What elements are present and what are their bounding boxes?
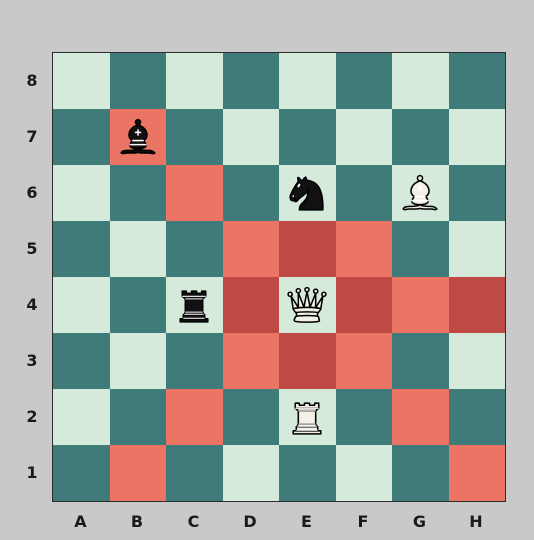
rank-label-5: 5 bbox=[22, 220, 42, 276]
square-g7[interactable] bbox=[392, 109, 449, 165]
square-e4[interactable] bbox=[279, 277, 336, 333]
file-label-f: F bbox=[335, 510, 392, 532]
square-e1[interactable] bbox=[279, 445, 336, 501]
square-g1[interactable] bbox=[392, 445, 449, 501]
square-f1[interactable] bbox=[336, 445, 393, 501]
file-label-d: D bbox=[222, 510, 279, 532]
square-f2[interactable] bbox=[336, 389, 393, 445]
black-knight-icon[interactable] bbox=[284, 170, 330, 216]
rank-label-8: 8 bbox=[22, 52, 42, 108]
square-b7[interactable] bbox=[110, 109, 167, 165]
square-f5[interactable] bbox=[336, 221, 393, 277]
square-d7[interactable] bbox=[223, 109, 280, 165]
white-rook-icon[interactable] bbox=[284, 394, 330, 440]
square-h1[interactable] bbox=[449, 445, 506, 501]
rank-label-7: 7 bbox=[22, 108, 42, 164]
square-a7[interactable] bbox=[53, 109, 110, 165]
white-bishop-icon[interactable] bbox=[397, 170, 443, 216]
square-e6[interactable] bbox=[279, 165, 336, 221]
square-g8[interactable] bbox=[392, 53, 449, 109]
square-a5[interactable] bbox=[53, 221, 110, 277]
square-b6[interactable] bbox=[110, 165, 167, 221]
square-c4[interactable] bbox=[166, 277, 223, 333]
black-rook-icon[interactable] bbox=[171, 282, 217, 328]
file-label-h: H bbox=[448, 510, 505, 532]
chess-board[interactable] bbox=[52, 52, 506, 502]
square-d3[interactable] bbox=[223, 333, 280, 389]
square-h4[interactable] bbox=[449, 277, 506, 333]
square-e2[interactable] bbox=[279, 389, 336, 445]
square-d4[interactable] bbox=[223, 277, 280, 333]
square-h5[interactable] bbox=[449, 221, 506, 277]
rank-label-3: 3 bbox=[22, 332, 42, 388]
file-label-a: A bbox=[52, 510, 109, 532]
square-h2[interactable] bbox=[449, 389, 506, 445]
square-h3[interactable] bbox=[449, 333, 506, 389]
square-a8[interactable] bbox=[53, 53, 110, 109]
square-g5[interactable] bbox=[392, 221, 449, 277]
square-e8[interactable] bbox=[279, 53, 336, 109]
square-e7[interactable] bbox=[279, 109, 336, 165]
square-h7[interactable] bbox=[449, 109, 506, 165]
file-label-c: C bbox=[165, 510, 222, 532]
square-h8[interactable] bbox=[449, 53, 506, 109]
square-b5[interactable] bbox=[110, 221, 167, 277]
square-e3[interactable] bbox=[279, 333, 336, 389]
square-d5[interactable] bbox=[223, 221, 280, 277]
square-b4[interactable] bbox=[110, 277, 167, 333]
square-b3[interactable] bbox=[110, 333, 167, 389]
square-g6[interactable] bbox=[392, 165, 449, 221]
square-a6[interactable] bbox=[53, 165, 110, 221]
square-a3[interactable] bbox=[53, 333, 110, 389]
black-bishop-icon[interactable] bbox=[115, 114, 161, 160]
rank-label-2: 2 bbox=[22, 388, 42, 444]
square-f8[interactable] bbox=[336, 53, 393, 109]
square-f6[interactable] bbox=[336, 165, 393, 221]
square-a1[interactable] bbox=[53, 445, 110, 501]
file-label-b: B bbox=[109, 510, 166, 532]
file-label-e: E bbox=[278, 510, 335, 532]
square-b2[interactable] bbox=[110, 389, 167, 445]
square-f4[interactable] bbox=[336, 277, 393, 333]
square-c5[interactable] bbox=[166, 221, 223, 277]
square-c2[interactable] bbox=[166, 389, 223, 445]
square-g4[interactable] bbox=[392, 277, 449, 333]
rank-label-6: 6 bbox=[22, 164, 42, 220]
square-f7[interactable] bbox=[336, 109, 393, 165]
square-a4[interactable] bbox=[53, 277, 110, 333]
square-a2[interactable] bbox=[53, 389, 110, 445]
square-b8[interactable] bbox=[110, 53, 167, 109]
square-b1[interactable] bbox=[110, 445, 167, 501]
rank-label-1: 1 bbox=[22, 444, 42, 500]
rank-label-4: 4 bbox=[22, 276, 42, 332]
file-label-g: G bbox=[391, 510, 448, 532]
square-d1[interactable] bbox=[223, 445, 280, 501]
square-d2[interactable] bbox=[223, 389, 280, 445]
square-d8[interactable] bbox=[223, 53, 280, 109]
square-e5[interactable] bbox=[279, 221, 336, 277]
square-c7[interactable] bbox=[166, 109, 223, 165]
square-d6[interactable] bbox=[223, 165, 280, 221]
square-c6[interactable] bbox=[166, 165, 223, 221]
square-g2[interactable] bbox=[392, 389, 449, 445]
white-queen-icon[interactable] bbox=[284, 282, 330, 328]
square-c8[interactable] bbox=[166, 53, 223, 109]
square-c1[interactable] bbox=[166, 445, 223, 501]
square-f3[interactable] bbox=[336, 333, 393, 389]
square-h6[interactable] bbox=[449, 165, 506, 221]
square-c3[interactable] bbox=[166, 333, 223, 389]
square-g3[interactable] bbox=[392, 333, 449, 389]
